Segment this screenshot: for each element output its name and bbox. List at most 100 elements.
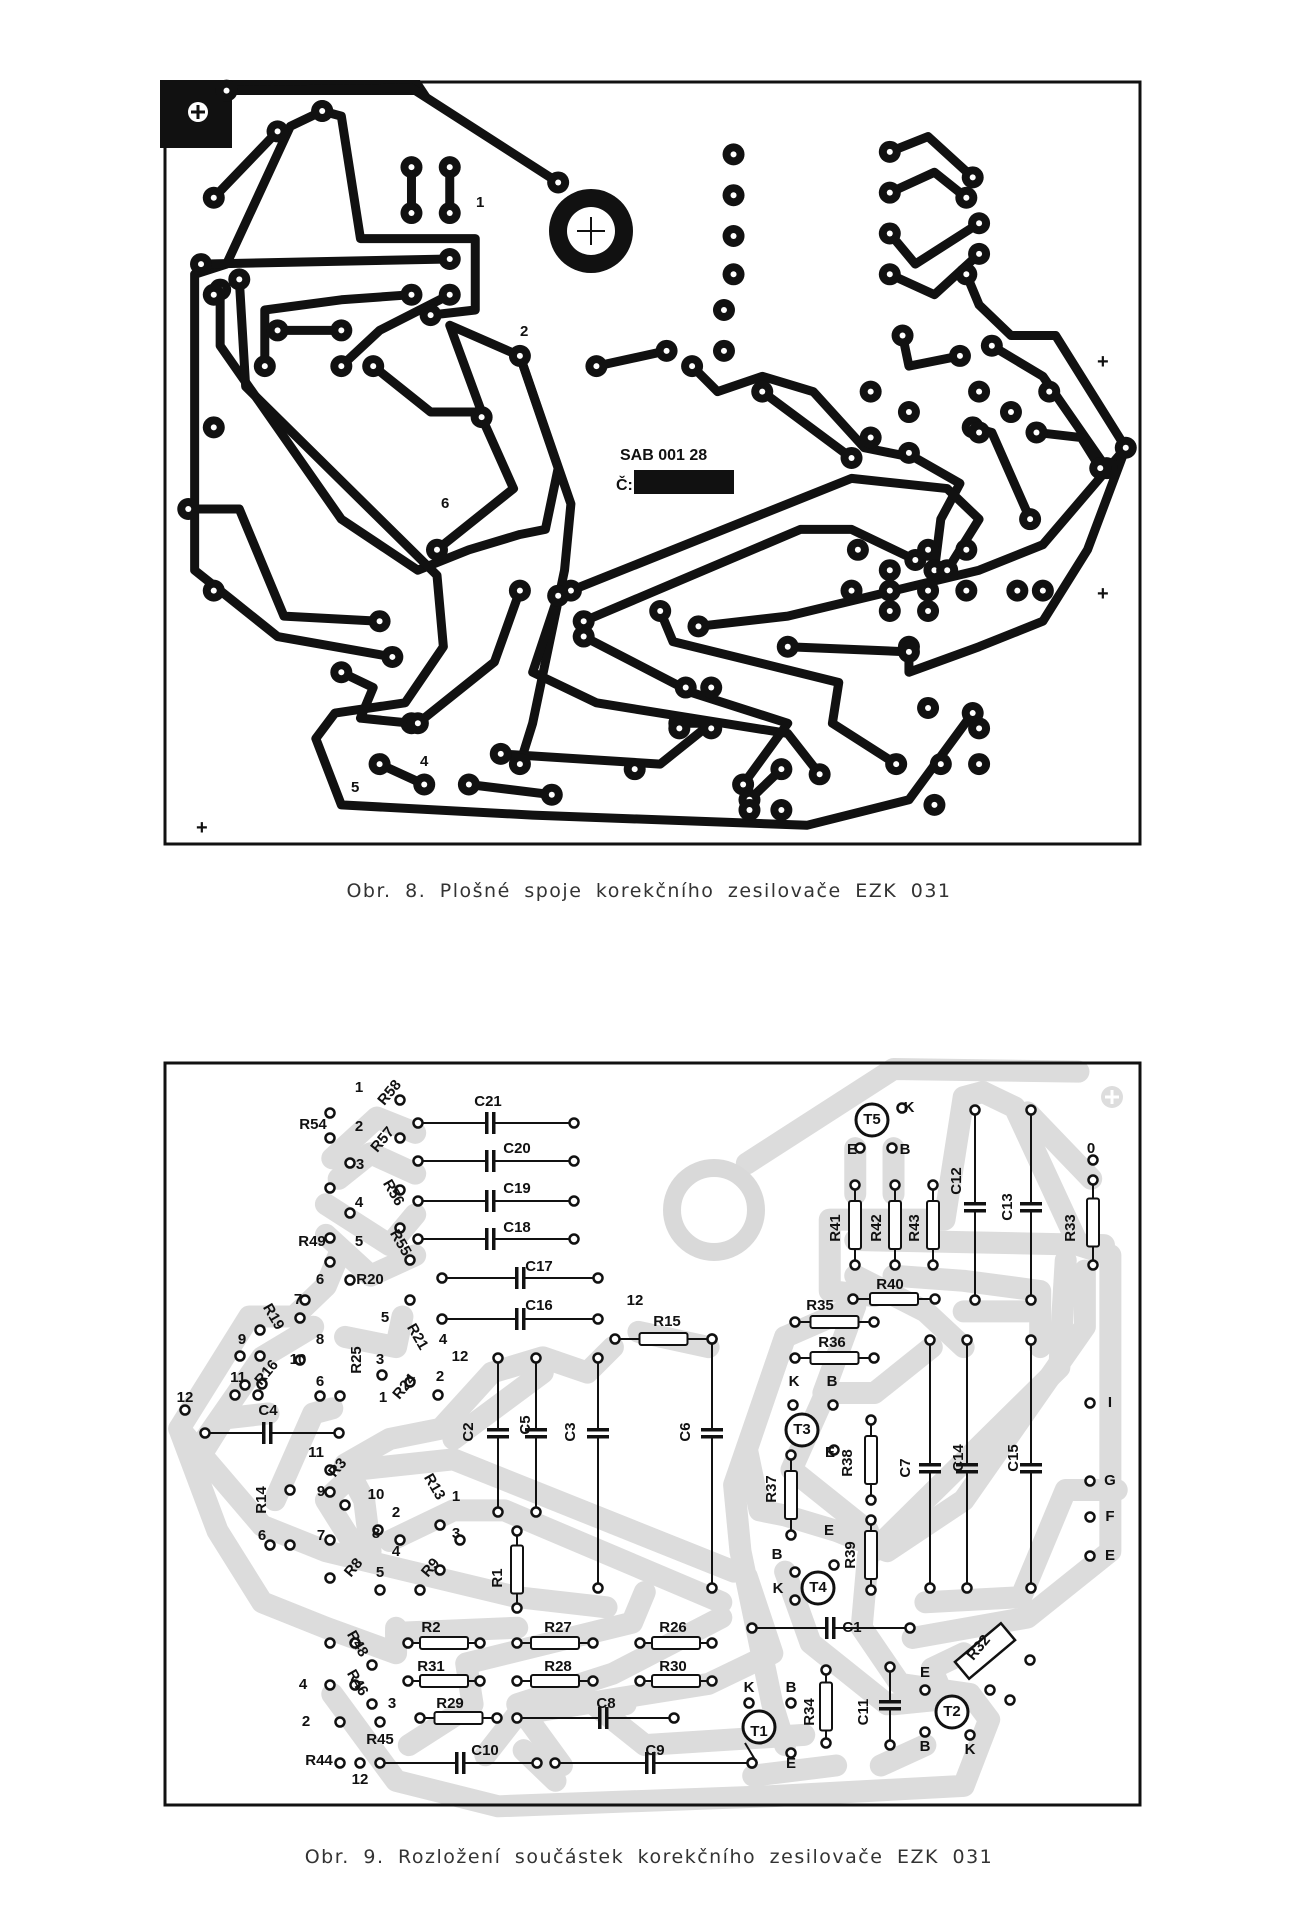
point-label: 3 — [733, 777, 741, 794]
solder-pad — [827, 1399, 839, 1411]
pad-hole — [963, 546, 970, 553]
solder-pad — [199, 1427, 211, 1439]
component-label: C10 — [471, 1742, 499, 1759]
component-label: 0 — [1087, 1140, 1095, 1157]
component-label: C18 — [503, 1219, 531, 1236]
capacitor-plate — [832, 1617, 836, 1639]
pad-hole — [740, 781, 747, 788]
pin-label: R45 — [366, 1731, 394, 1748]
capacitor-plate — [1020, 1463, 1042, 1467]
solder-pad — [324, 1534, 336, 1546]
solder-pad — [414, 1584, 426, 1596]
pad-hole — [1014, 587, 1021, 594]
component-label: R41 — [827, 1214, 844, 1242]
solder-pad — [334, 1757, 346, 1769]
capacitor-plate — [605, 1707, 609, 1729]
pad-hole — [682, 684, 689, 691]
capacitor-plate — [455, 1752, 459, 1774]
component-label: E — [920, 1664, 930, 1681]
solder-pad — [820, 1664, 832, 1676]
capacitor-plate — [487, 1428, 509, 1432]
solder-pad — [884, 1661, 896, 1673]
pin-label: 12 — [452, 1348, 469, 1365]
resistor-body — [433, 1711, 484, 1725]
resistor-body — [784, 1470, 798, 1520]
solder-pad — [568, 1195, 580, 1207]
solder-pad — [530, 1352, 542, 1364]
board-outline — [163, 80, 1142, 846]
copper-pads — [177, 79, 1137, 821]
copper-trace — [885, 132, 978, 182]
component-label: R20 — [356, 1271, 384, 1288]
ghost-trace — [378, 1499, 733, 1614]
component-label: C1 — [842, 1619, 861, 1636]
component-label: F — [1105, 1508, 1114, 1525]
component-label: E — [847, 1141, 857, 1158]
component-label: T2 — [943, 1703, 961, 1720]
component-label: K — [789, 1373, 800, 1390]
pad-hole — [886, 189, 893, 196]
capacitor-plate — [487, 1435, 509, 1439]
mounting-hole-icon — [1101, 1086, 1123, 1108]
solder-pad — [785, 1697, 797, 1709]
pad-hole — [376, 618, 383, 625]
solder-pad — [1025, 1582, 1037, 1594]
capacitor-plate — [515, 1267, 519, 1289]
solder-pad — [924, 1334, 936, 1346]
ghost-trace — [735, 1058, 1090, 1175]
pad-hole — [720, 307, 727, 313]
pad-hole — [778, 807, 785, 813]
solder-pad — [366, 1659, 378, 1671]
solder-pad — [634, 1637, 646, 1649]
component-label: R25 — [348, 1346, 365, 1374]
component-label: C13 — [999, 1193, 1016, 1221]
solder-pad — [324, 1132, 336, 1144]
point-label: 1 — [476, 194, 484, 211]
capacitor-plate — [485, 1228, 489, 1250]
pad-hole — [663, 347, 670, 354]
pad-hole — [389, 653, 396, 660]
component-label: C19 — [503, 1180, 531, 1197]
pad-hole — [427, 312, 434, 319]
component-label: R14 — [253, 1486, 270, 1514]
solder-pad — [366, 1698, 378, 1710]
transistor-outline — [741, 1709, 777, 1745]
component-label: K — [744, 1679, 755, 1696]
solder-pad — [668, 1712, 680, 1724]
solder-pad — [334, 1390, 346, 1402]
pad-hole — [446, 291, 453, 298]
solder-pad — [252, 1389, 264, 1401]
solder-pad — [349, 1637, 361, 1649]
solder-pad — [961, 1334, 973, 1346]
component-label: B — [900, 1141, 911, 1158]
point-label: 5 — [351, 779, 359, 796]
capacitor-plate — [1020, 1202, 1042, 1206]
resistor-body — [869, 1292, 919, 1306]
solder-pad — [849, 1179, 861, 1191]
ghost-trace — [321, 1106, 427, 1170]
pad-hole — [931, 801, 938, 808]
solder-pad — [706, 1637, 718, 1649]
pad-hole — [580, 633, 587, 640]
serial-box — [634, 470, 734, 494]
capacitor-plate — [485, 1190, 489, 1212]
resistor-body — [419, 1674, 469, 1688]
solder-pad — [927, 1179, 939, 1191]
resistor-body — [651, 1674, 701, 1688]
capacitor-plate — [525, 1428, 547, 1432]
solder-pad — [785, 1449, 797, 1461]
pin-label: 4 — [439, 1331, 448, 1348]
pad-hole — [893, 761, 900, 768]
solder-pad — [324, 1486, 336, 1498]
component-label: C8 — [596, 1695, 615, 1712]
ghost-trace — [742, 1754, 848, 1787]
resistor-body — [510, 1544, 524, 1595]
pin-label: 2 — [436, 1368, 444, 1385]
solder-pad — [785, 1529, 797, 1541]
copper-trace — [528, 591, 825, 779]
copper-trace — [196, 254, 455, 269]
pad-hole — [886, 567, 893, 574]
solder-pad — [404, 1254, 416, 1266]
solder-pad — [568, 1233, 580, 1245]
